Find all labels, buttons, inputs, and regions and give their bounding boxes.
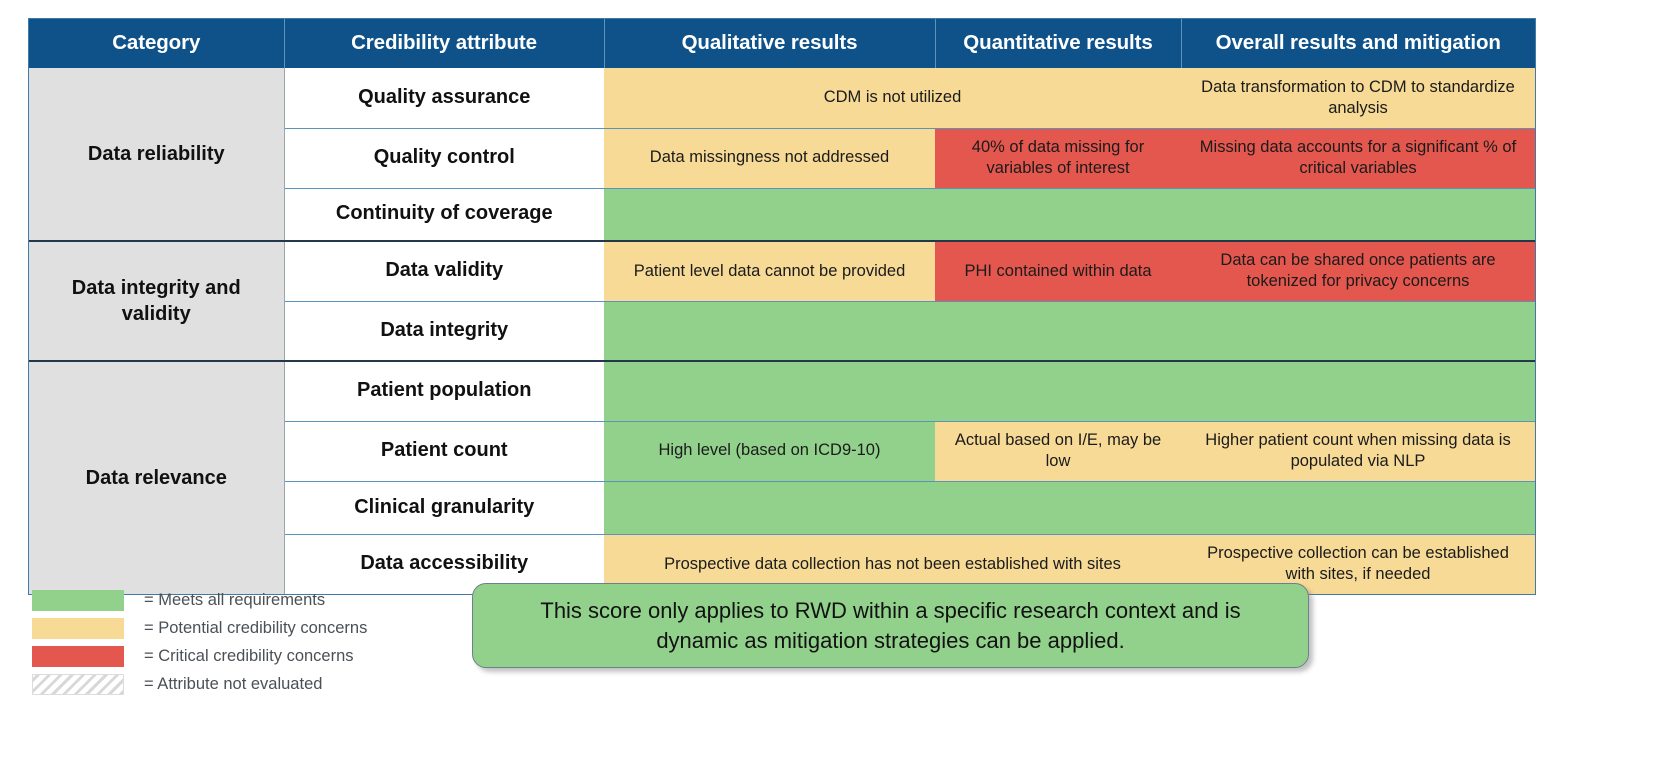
qualitative-cell: Data missingness not addressed	[604, 128, 935, 189]
quantitative-cell	[935, 361, 1181, 422]
legend-swatch-hatch	[32, 674, 124, 695]
credibility-table-container: Category Credibility attribute Qualitati…	[28, 18, 1536, 595]
quantitative-cell: PHI contained within data	[935, 241, 1181, 302]
callout-box: This score only applies to RWD within a …	[472, 583, 1309, 668]
attribute-cell: Patient count	[284, 421, 604, 482]
quantitative-cell: 40% of data missing for variables of int…	[935, 128, 1181, 189]
callout-text: This score only applies to RWD within a …	[540, 598, 1241, 653]
attribute-cell: Patient population	[284, 361, 604, 422]
column-header-credibility-attribute: Credibility attribute	[284, 19, 605, 68]
legend-item: = Attribute not evaluated	[32, 672, 362, 697]
attribute-cell: Clinical granularity	[284, 481, 604, 535]
legend-label: = Meets all requirements	[144, 591, 326, 609]
legend-item: = Critical credibility concerns	[32, 644, 362, 669]
overall-cell: Higher patient count when missing data i…	[1181, 421, 1535, 482]
qualitative-cell: High level (based on ICD9-10)	[604, 421, 935, 482]
quantitative-cell: Actual based on I/E, may be low	[935, 421, 1181, 482]
attribute-cell: Continuity of coverage	[284, 188, 604, 242]
legend-label: = Attribute not evaluated	[144, 675, 323, 693]
overall-cell	[1181, 361, 1535, 422]
legend-swatch-amber	[32, 618, 124, 639]
qualitative-cell	[604, 481, 935, 535]
quantitative-cell	[935, 481, 1181, 535]
legend-swatch-green	[32, 590, 124, 611]
category-cell: Data reliability	[29, 68, 285, 242]
header-row: Category Credibility attribute Qualitati…	[29, 19, 1535, 68]
qualitative-cell: CDM is not utilized	[604, 68, 1181, 129]
qualitative-cell: Patient level data cannot be provided	[604, 241, 935, 302]
quantitative-cell	[935, 188, 1181, 242]
legend-item: = Potential credibility concerns	[32, 616, 367, 641]
table-row: Clinical granularity	[29, 481, 1535, 535]
category-cell: Data relevance	[29, 361, 285, 594]
qualitative-cell	[604, 188, 935, 242]
column-header-category: Category	[29, 19, 285, 68]
overall-cell	[1181, 188, 1535, 242]
attribute-cell: Data integrity	[284, 301, 604, 362]
legend-swatch-red	[32, 646, 124, 667]
table-header: Category Credibility attribute Qualitati…	[29, 19, 1535, 68]
legend: = Meets all requirements = Potential cred…	[32, 588, 367, 700]
overall-cell	[1181, 301, 1535, 362]
qualitative-cell	[604, 301, 935, 362]
qualitative-cell	[604, 361, 935, 422]
table-row: Continuity of coverage	[29, 188, 1535, 242]
table-row: Data integrity	[29, 301, 1535, 362]
credibility-table: Category Credibility attribute Qualitati…	[29, 19, 1535, 594]
attribute-cell: Quality control	[284, 128, 604, 189]
legend-label: = Potential credibility concerns	[144, 619, 368, 637]
attribute-cell: Data validity	[284, 241, 604, 302]
column-header-qualitative-results: Qualitative results	[604, 19, 936, 68]
overall-cell: Missing data accounts for a significant …	[1181, 128, 1535, 189]
overall-cell: Data can be shared once patients are tok…	[1181, 241, 1535, 302]
category-cell: Data integrity and validity	[29, 241, 285, 362]
quantitative-cell	[935, 301, 1181, 362]
legend-item: = Meets all requirements	[32, 588, 362, 613]
overall-cell: Data transformation to CDM to standardiz…	[1181, 68, 1535, 129]
legend-label: = Critical credibility concerns	[144, 647, 354, 665]
attribute-cell: Quality assurance	[284, 68, 604, 129]
overall-cell	[1181, 481, 1535, 535]
column-header-overall-results: Overall results and mitigation	[1181, 19, 1535, 68]
column-header-quantitative-results: Quantitative results	[935, 19, 1182, 68]
